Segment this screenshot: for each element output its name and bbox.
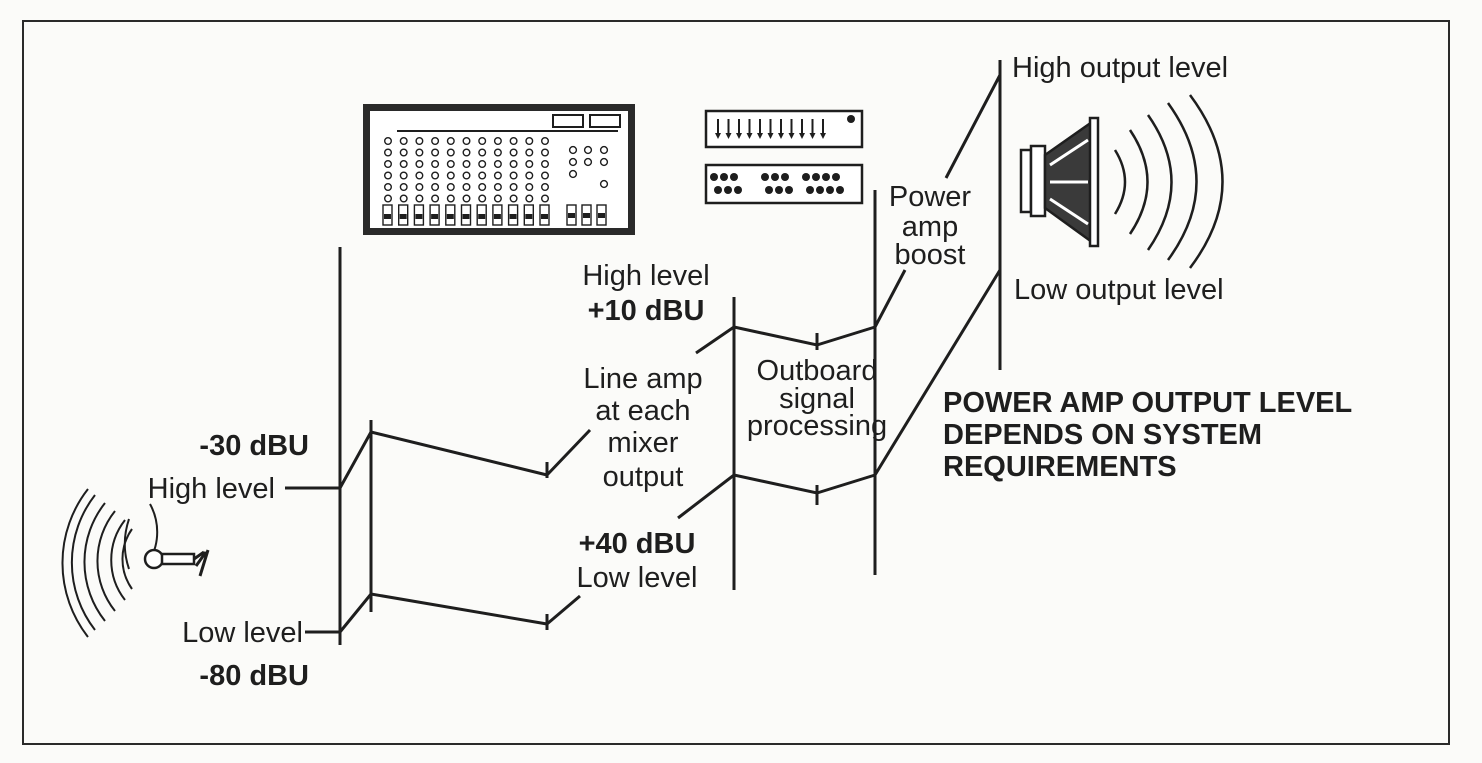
high-output-level-label: High output level (1012, 52, 1228, 84)
power-amp-boost-label: Power amp boost (889, 181, 972, 271)
outboard-label: Outboard signal processing (747, 355, 887, 442)
power-amp-note: POWER AMP OUTPUT LEVEL DEPENDS ON SYSTEM… (943, 387, 1352, 483)
svg-text:Outboard: Outboard (757, 355, 878, 387)
svg-text:Line amp: Line amp (583, 363, 702, 395)
line-low-level-label: Low level (577, 562, 698, 594)
svg-text:POWER AMP OUTPUT LEVEL: POWER AMP OUTPUT LEVEL (943, 387, 1352, 419)
equalizer-rack-icon (704, 109, 864, 149)
diagram-frame (22, 20, 1450, 745)
mic-low-level-label: Low level (182, 617, 303, 649)
mic-high-dbu: -30 dBU (199, 430, 309, 462)
level-lines (285, 60, 1002, 645)
microphone-icon (61, 488, 210, 638)
line-high-level-label: High level (582, 260, 709, 292)
low-output-level-label: Low output level (1014, 274, 1224, 306)
svg-text:boost: boost (895, 239, 966, 271)
svg-text:REQUIREMENTS: REQUIREMENTS (943, 451, 1177, 483)
svg-text:output: output (603, 461, 684, 493)
svg-text:amp: amp (902, 211, 958, 243)
line-amp-label: Line amp at each mixer output (583, 363, 702, 493)
svg-text:DEPENDS ON SYSTEM: DEPENDS ON SYSTEM (943, 419, 1262, 451)
svg-text:signal: signal (779, 383, 855, 415)
svg-text:mixer: mixer (608, 427, 679, 459)
processor-rack-icon (704, 163, 864, 205)
svg-text:processing: processing (747, 410, 887, 442)
mic-low-dbu: -80 dBU (199, 660, 309, 692)
mixer-console-icon (363, 104, 635, 235)
line-low-dbu: +40 dBU (579, 528, 696, 560)
line-high-dbu: +10 dBU (588, 295, 705, 327)
svg-text:Power: Power (889, 181, 972, 213)
svg-text:at each: at each (595, 395, 690, 427)
loudspeaker-icon (1019, 94, 1224, 269)
mic-high-level-label: High level (148, 473, 275, 505)
